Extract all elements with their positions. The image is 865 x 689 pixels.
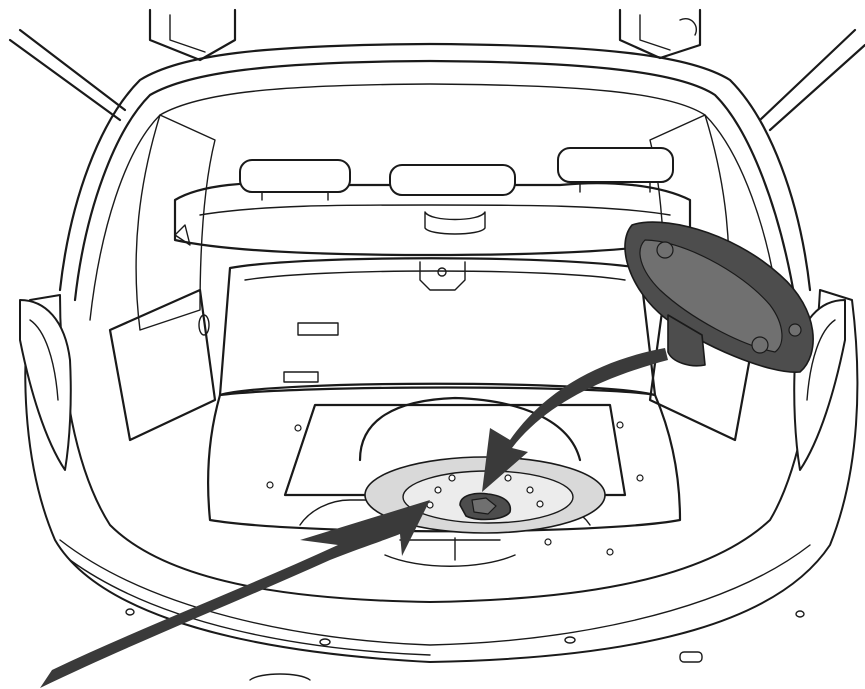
headrest-center (390, 165, 515, 195)
wheel-center-fastener (460, 493, 510, 519)
headrest-left (240, 160, 350, 192)
spare-wheel-insert-icon (625, 222, 813, 372)
headrest-right (558, 148, 673, 182)
rear-seats (175, 148, 690, 255)
